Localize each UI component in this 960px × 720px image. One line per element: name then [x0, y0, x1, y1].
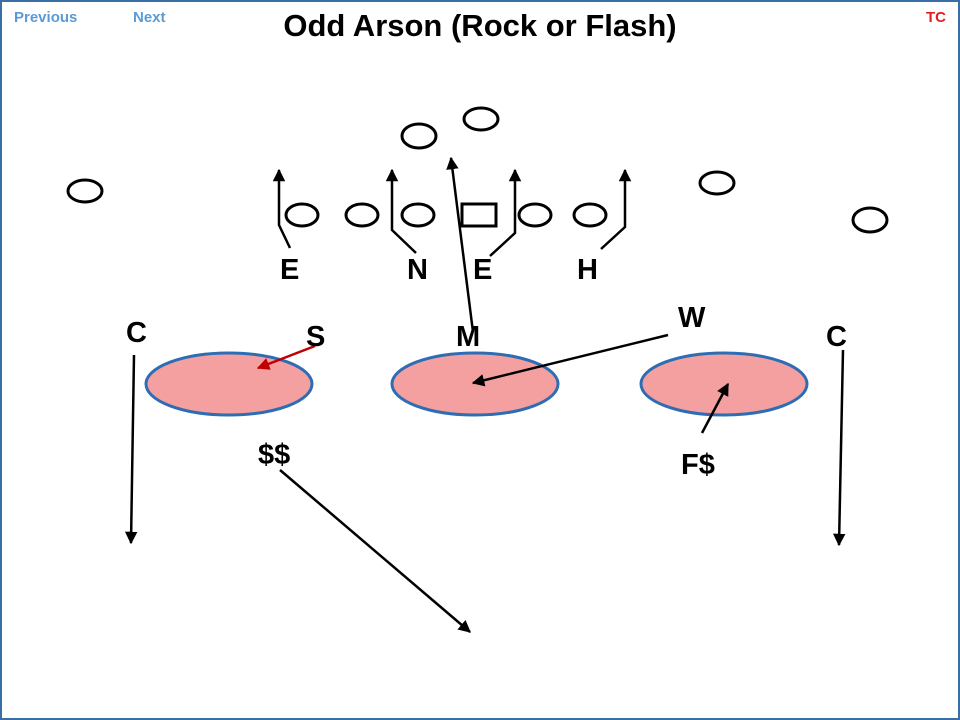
h-route	[600, 168, 632, 250]
label-free-safety: F$	[681, 449, 715, 481]
offensive-lineman	[400, 202, 436, 228]
offensive-lineman	[572, 202, 608, 228]
label-will: W	[678, 302, 706, 334]
receiver-far-right	[851, 206, 889, 234]
hook-zone-right	[639, 351, 809, 417]
nose-route	[385, 168, 417, 254]
hook-zone-left	[144, 351, 314, 417]
receiver-left	[66, 178, 104, 204]
corner-left-route	[124, 354, 138, 545]
label-sam: S	[306, 321, 325, 353]
hook-zone-middle	[390, 351, 560, 417]
label-end-left: E	[280, 254, 299, 286]
quarterback	[400, 122, 438, 150]
running-back	[462, 106, 500, 132]
play-title: Odd Arson (Rock or Flash)	[283, 8, 677, 43]
label-h: H	[577, 254, 598, 286]
will-drop-route	[471, 333, 669, 387]
center-square	[460, 202, 498, 228]
end-right-route	[489, 168, 522, 257]
offensive-lineman	[344, 202, 380, 228]
sam-drop-route	[256, 344, 316, 370]
end-left-route	[272, 168, 292, 249]
receiver-right	[698, 170, 736, 196]
mike-blitz-route	[446, 156, 475, 333]
label-end-right: E	[473, 254, 492, 286]
label-strong-safety: $$	[258, 439, 290, 471]
label-nose: N	[407, 254, 428, 286]
strong-safety-route	[279, 469, 471, 633]
offensive-lineman	[517, 202, 553, 228]
next-link[interactable]: Next	[133, 9, 166, 26]
offensive-lineman	[284, 202, 320, 228]
label-corner-right: C	[826, 321, 847, 353]
corner-right-route	[832, 349, 846, 547]
previous-link[interactable]: Previous	[14, 9, 78, 26]
tc-link[interactable]: TC	[926, 9, 946, 26]
free-safety-route	[700, 382, 730, 434]
label-corner-left: C	[126, 317, 147, 349]
label-mike: M	[456, 321, 480, 353]
